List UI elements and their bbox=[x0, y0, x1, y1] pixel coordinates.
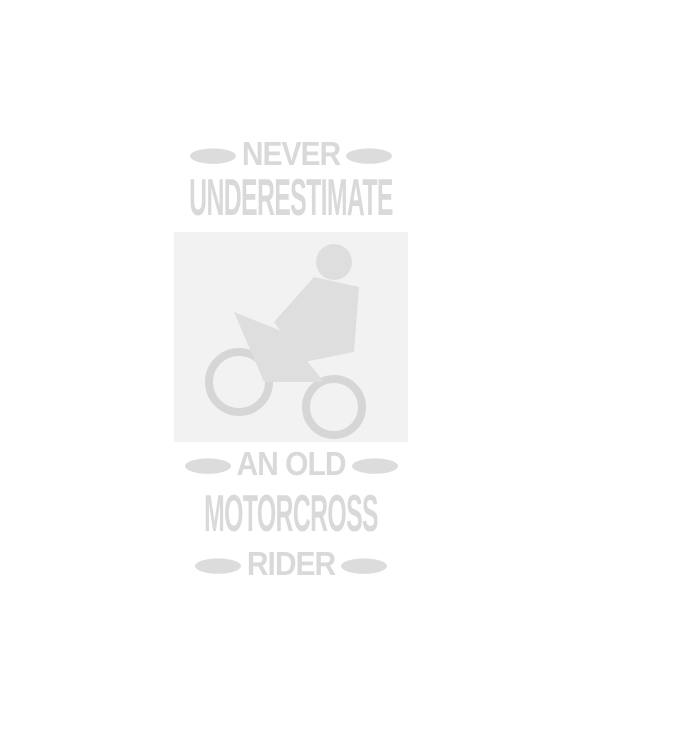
text-motorcross: MOTORCROSS bbox=[204, 485, 378, 543]
wing-ornament-icon bbox=[346, 148, 393, 164]
headline-row-1: NEVER bbox=[174, 136, 408, 173]
checkered-flag-icon bbox=[194, 558, 241, 574]
wing-ornament-icon bbox=[351, 458, 398, 474]
motocross-rider-illustration bbox=[174, 232, 408, 442]
text-underestimate: UNDERESTIMATE bbox=[189, 169, 393, 227]
text-never: NEVER bbox=[241, 136, 341, 173]
wing-ornament-icon bbox=[184, 458, 231, 474]
checkered-flag-icon bbox=[341, 558, 388, 574]
headline-row-3: AN OLD bbox=[174, 446, 408, 483]
text-rider: RIDER bbox=[246, 546, 336, 583]
rider-icon bbox=[174, 232, 408, 442]
tshirt-design: NEVER UNDERESTIMATE AN OLD MOTORCROSS RI… bbox=[174, 136, 408, 588]
text-an-old: AN OLD bbox=[236, 446, 347, 483]
headline-row-5: RIDER bbox=[174, 546, 408, 583]
wing-ornament-icon bbox=[189, 148, 236, 164]
